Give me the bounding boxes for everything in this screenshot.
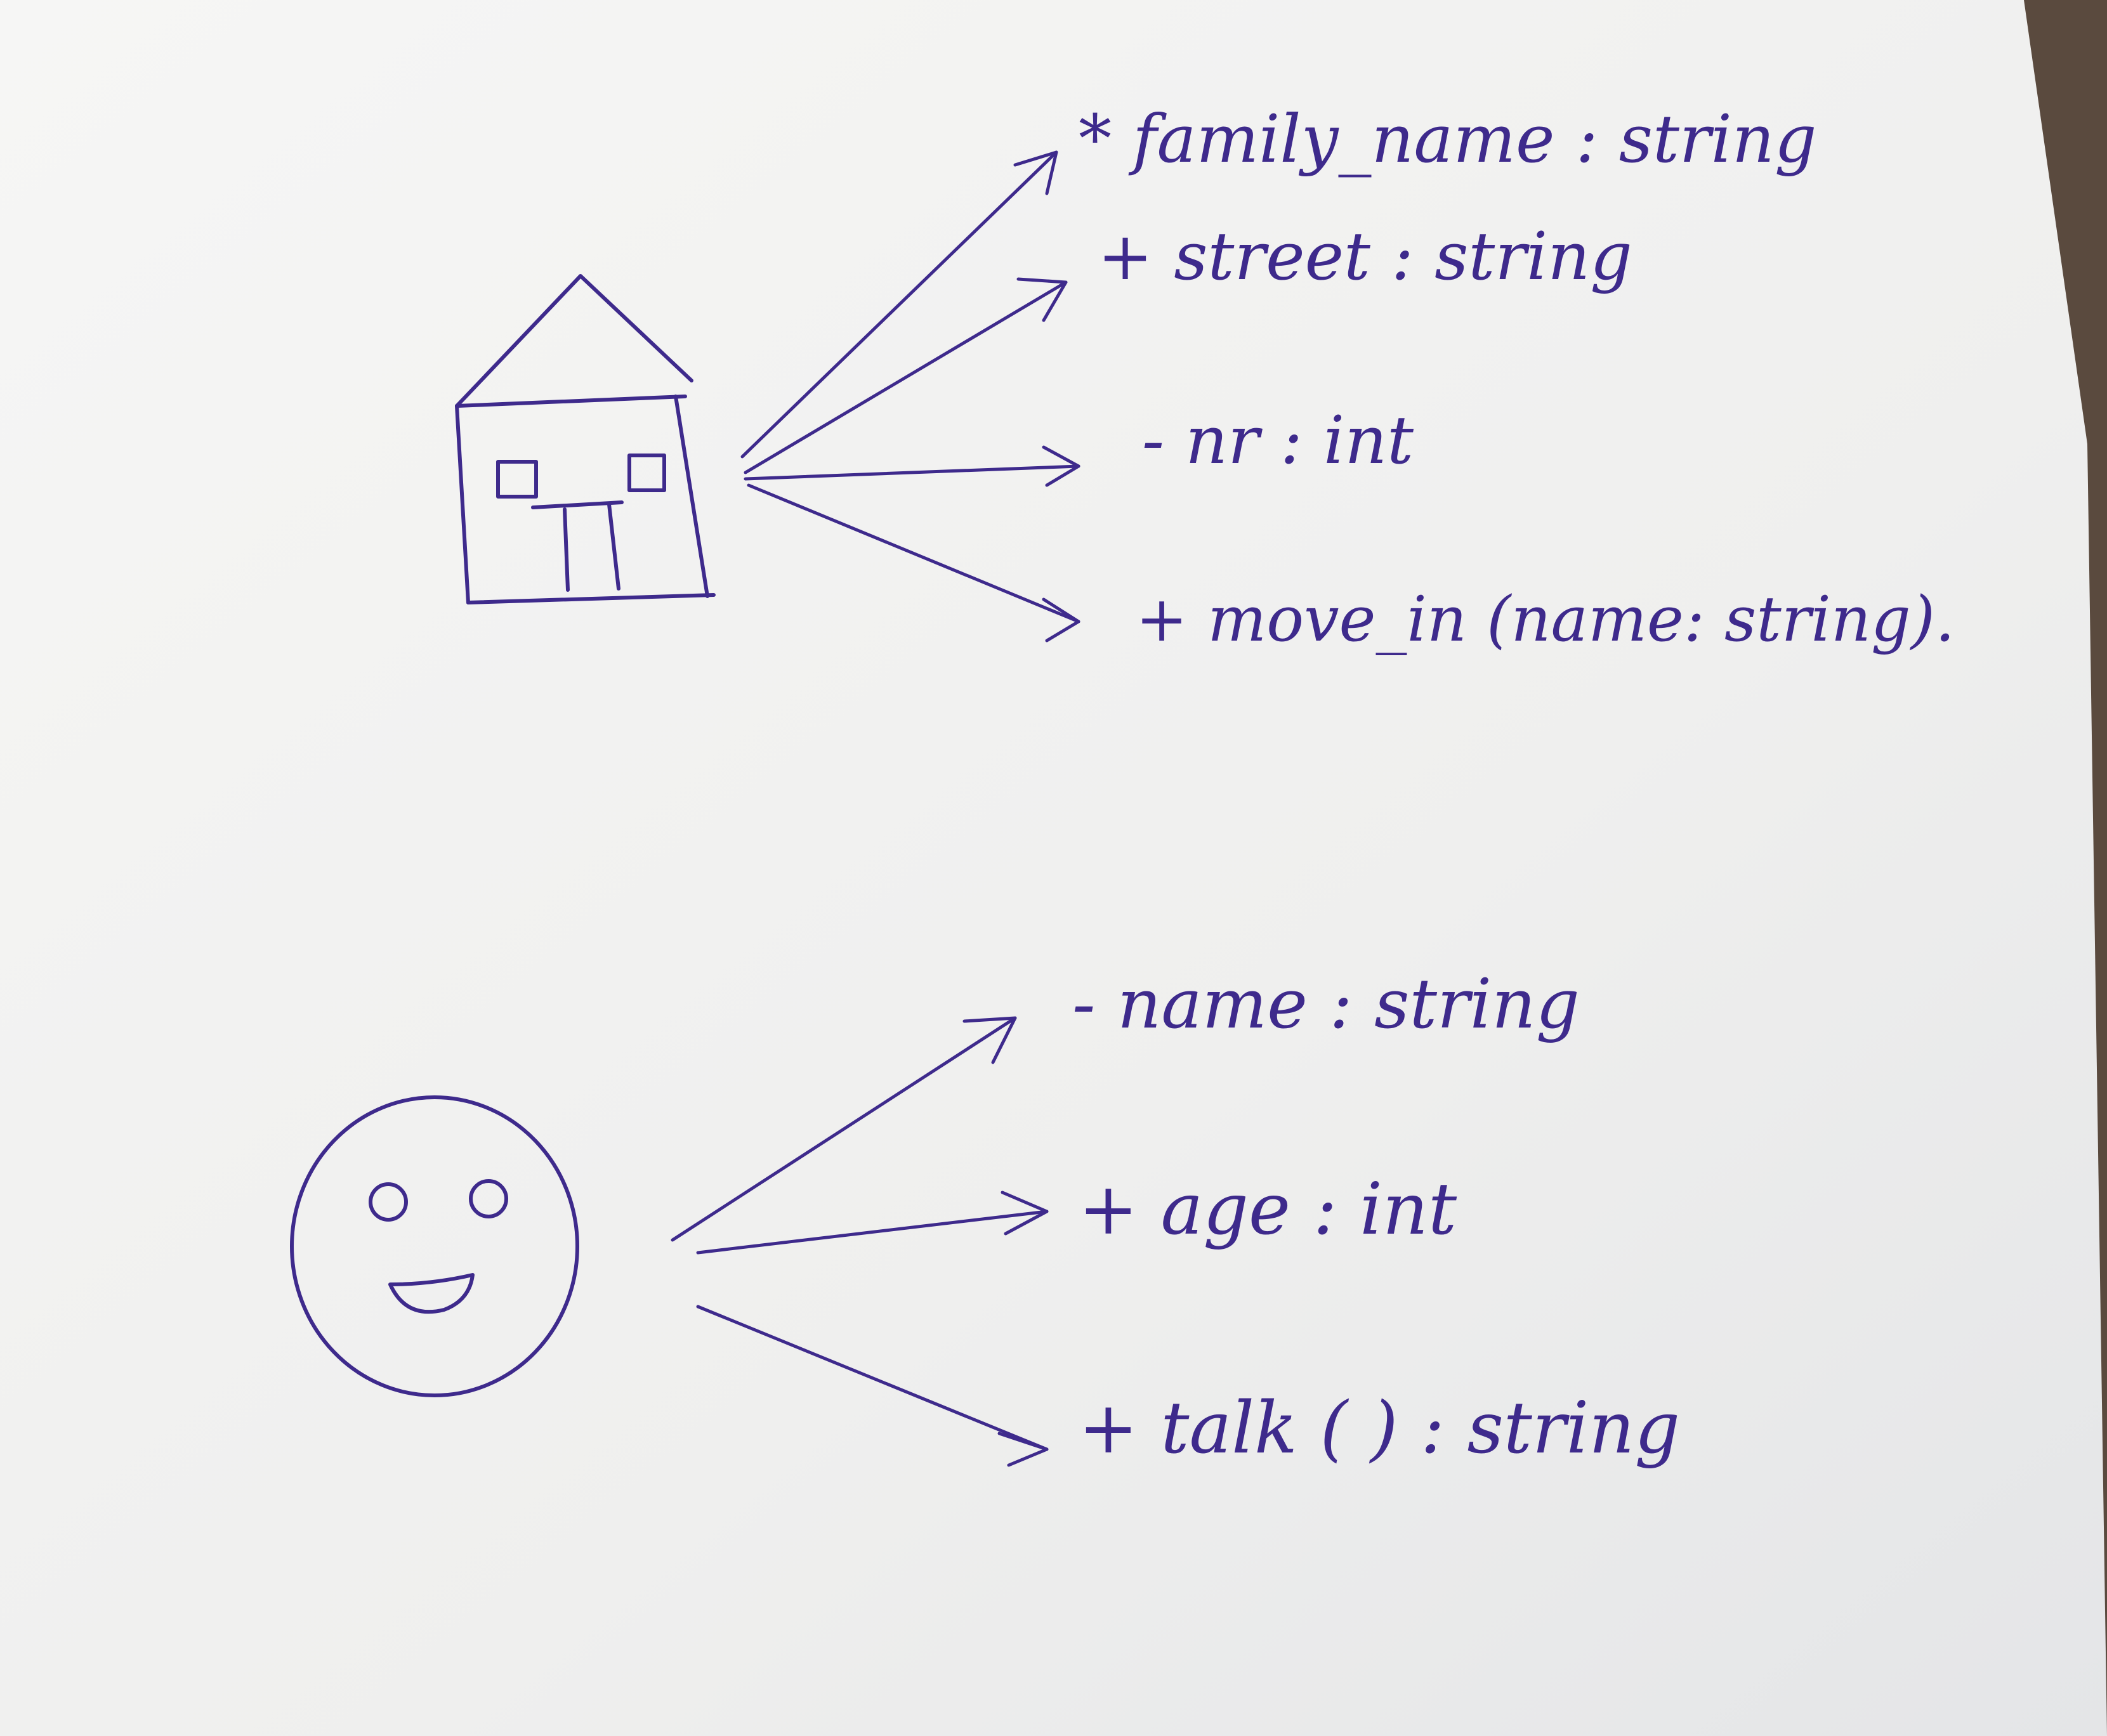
house-window-right: [627, 454, 666, 492]
house-member-move-in: + move_in (name: string).: [1136, 584, 1955, 656]
face-mouth: [388, 1273, 475, 1314]
house-right-wall: [674, 395, 709, 598]
arrow-to-age: [696, 1191, 1049, 1255]
door-right-edge: [607, 502, 620, 591]
house-left-wall: [455, 404, 470, 604]
house-floor: [466, 593, 716, 604]
arrow-to-move-in: [747, 483, 1080, 643]
face-eye-left: [369, 1182, 408, 1222]
person-member-age: + age : int: [1079, 1168, 1457, 1251]
person-member-talk: + talk ( ) : string: [1079, 1387, 1680, 1470]
face-eye-right: [469, 1179, 508, 1218]
person-member-name: - name : string: [1072, 965, 1580, 1044]
house-arrows: [740, 150, 1080, 643]
door-lintel: [531, 500, 624, 509]
house-window-left: [496, 460, 538, 499]
arrow-to-talk: [696, 1305, 1049, 1467]
smiley-face-icon: [290, 1095, 579, 1397]
arrow-to-name: [671, 1016, 1017, 1242]
house-eave: [455, 395, 687, 408]
house-member-family-name: * family_name : string: [1079, 100, 1816, 178]
house-icon: [455, 274, 716, 604]
house-roof: [455, 274, 693, 408]
face-outline: [290, 1095, 579, 1397]
house-member-nr: - nr : int: [1142, 401, 1414, 479]
arrow-to-street: [744, 277, 1068, 474]
person-arrows: [671, 1016, 1049, 1467]
arrow-to-family-name: [740, 150, 1058, 459]
house-member-street: + street : string: [1098, 218, 1632, 295]
door-left-edge: [563, 507, 570, 592]
arrow-to-nr: [744, 445, 1080, 487]
